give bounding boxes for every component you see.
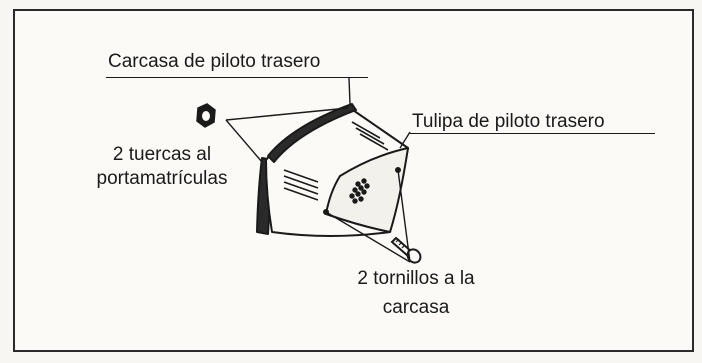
housing-top-rim (267, 103, 357, 163)
nut-icon (196, 103, 216, 128)
leader-lines (225, 77, 411, 263)
label-nuts-line2: portamatrículas (96, 168, 228, 189)
label-nuts-line1: 2 tuercas al (112, 144, 212, 165)
lens-face (325, 147, 409, 233)
leader-nut-2 (225, 107, 349, 121)
label-lens-underline (410, 133, 655, 134)
label-housing-underline (106, 77, 368, 78)
label-lens: Tulipa de piloto trasero (412, 111, 605, 132)
housing-vents-top (351, 121, 389, 151)
screw-icon (390, 236, 422, 264)
leader-screw-1 (325, 211, 411, 263)
tail-light-housing (256, 103, 409, 237)
label-screws-line2: carcasa (382, 297, 450, 318)
leader-screw-2 (397, 169, 411, 263)
housing-vents-side (283, 169, 319, 201)
label-housing: Carcasa de piloto trasero (108, 51, 321, 72)
leader-lens (399, 131, 411, 149)
label-screws-line1: 2 tornillos a la (357, 268, 475, 289)
lens-reflector (349, 178, 370, 204)
leader-housing (348, 77, 351, 105)
leader-nut-1 (225, 119, 263, 163)
